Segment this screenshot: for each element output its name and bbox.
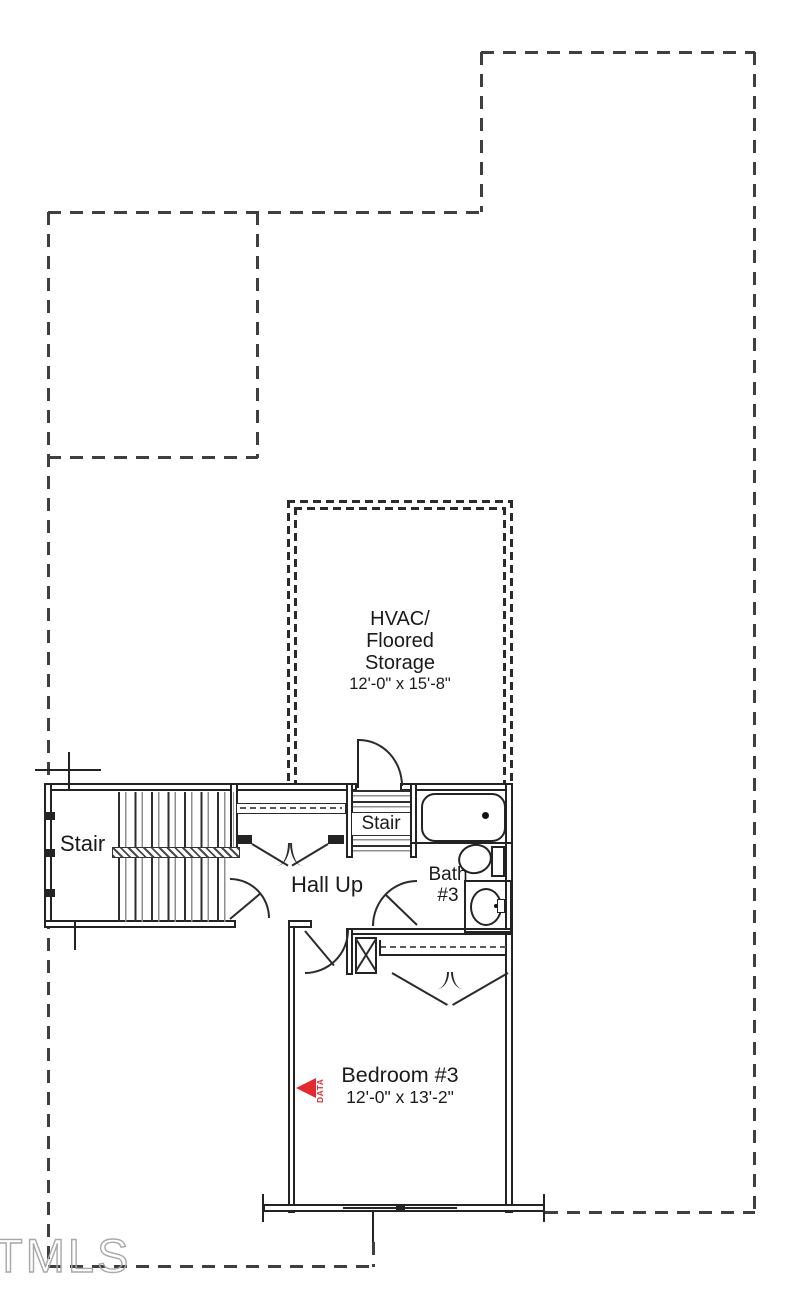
hall-door-swing-right bbox=[290, 843, 303, 866]
data-marker-arrow bbox=[296, 1078, 316, 1098]
left-wall-mark-2 bbox=[45, 849, 55, 857]
bath-label: Bath #3 bbox=[417, 864, 479, 906]
wall-top-left-segment bbox=[44, 783, 357, 791]
hvac-wall-top-outer bbox=[287, 500, 513, 503]
boundary-dash-top-right bbox=[481, 51, 755, 54]
boundary-dash-bottom-left bbox=[48, 1265, 373, 1268]
hall-door-jamb-right bbox=[328, 835, 344, 844]
corner-tick-vertical bbox=[68, 752, 70, 790]
stair-treads-upper-run bbox=[118, 792, 234, 848]
bedroom-dims: 12'-0" x 13'-2" bbox=[346, 1087, 454, 1107]
closet-door-swing-left bbox=[437, 972, 449, 989]
bedroom-label: Bedroom #3 bbox=[341, 1063, 459, 1087]
closet-chase-box bbox=[355, 937, 377, 974]
tmls-watermark: TMLS bbox=[0, 1228, 132, 1282]
boundary-dash-bottom-stub bbox=[372, 1242, 375, 1267]
wall-bedroom-door-stub bbox=[288, 920, 312, 928]
hvac-label-dims: 12'-0" x 15'-8" bbox=[349, 675, 451, 693]
hall-door-jamb-left bbox=[236, 835, 252, 844]
hall-door-swing-left bbox=[277, 843, 290, 866]
wall-closet-left bbox=[346, 928, 353, 975]
bedroom-door-swing bbox=[305, 930, 349, 974]
wall-end-tick-left bbox=[262, 1194, 264, 1222]
hall-railing-dash bbox=[240, 807, 342, 809]
boundary-dash-rect-bottom bbox=[48, 456, 258, 459]
stair-left-label: Stair bbox=[60, 831, 106, 856]
left-wall-mark-3 bbox=[45, 889, 55, 897]
bedroom-window-mullion bbox=[396, 1204, 405, 1212]
toilet-tank bbox=[491, 846, 505, 877]
wall-midstair-right bbox=[410, 783, 417, 858]
sink-faucet-knob bbox=[494, 904, 498, 908]
tub-deck-line bbox=[412, 842, 512, 844]
hvac-wall-right-outer bbox=[510, 500, 513, 785]
hvac-label-line3: Storage bbox=[364, 652, 436, 674]
vanity-counter bbox=[464, 880, 512, 933]
bath-label-line1: Bath bbox=[428, 864, 468, 885]
window-reference-line bbox=[372, 1212, 374, 1242]
boundary-dash-top-mid bbox=[48, 211, 481, 214]
hvac-wall-left-inner bbox=[294, 507, 297, 785]
boundary-dash-bottom-right bbox=[545, 1211, 755, 1214]
hvac-wall-left-outer bbox=[287, 500, 290, 785]
hvac-label-line2: Floored bbox=[366, 630, 434, 652]
hvac-wall-right-inner bbox=[503, 507, 506, 785]
attic-door-swing bbox=[230, 878, 270, 918]
boundary-dash-left bbox=[47, 212, 50, 1267]
wall-bedroom-left bbox=[288, 920, 295, 1213]
boundary-dash-right bbox=[753, 52, 756, 1213]
closet-door-swing-right bbox=[451, 972, 463, 989]
bath-label-line2: #3 bbox=[437, 885, 459, 906]
hvac-door-swing bbox=[359, 739, 403, 786]
closet-shelf-left-edge bbox=[379, 940, 381, 956]
boundary-dash-step-up bbox=[480, 52, 483, 212]
closet-rod-dash bbox=[380, 946, 507, 948]
boundary-dash-rect-right bbox=[256, 212, 259, 458]
wall-end-tick-right bbox=[543, 1194, 545, 1222]
stair-treads-lower-run bbox=[118, 858, 232, 922]
hvac-label-line1: HVAC/ bbox=[370, 608, 430, 630]
wall-right-exterior bbox=[505, 783, 513, 1213]
hall-label: Hall Up bbox=[291, 872, 364, 897]
stair-rail-hatch bbox=[112, 847, 240, 858]
hvac-room-label: HVAC/ Floored Storage 12'-0" x 15'-8" bbox=[320, 608, 480, 694]
bathtub bbox=[421, 793, 506, 842]
hvac-wall-top-inner bbox=[294, 507, 506, 510]
bathtub-drain bbox=[482, 812, 489, 819]
sink-faucet bbox=[497, 899, 505, 913]
stairwall-end-line bbox=[74, 922, 76, 950]
stair-mid-label: Stair bbox=[352, 813, 410, 835]
closet-shelf-line bbox=[380, 954, 507, 956]
data-marker-label: DATA bbox=[315, 1078, 325, 1103]
left-wall-mark-1 bbox=[45, 812, 55, 820]
bedroom-label-block: Bedroom #3 12'-0" x 13'-2" bbox=[310, 1063, 490, 1108]
hvac-door-leaf bbox=[357, 739, 359, 788]
